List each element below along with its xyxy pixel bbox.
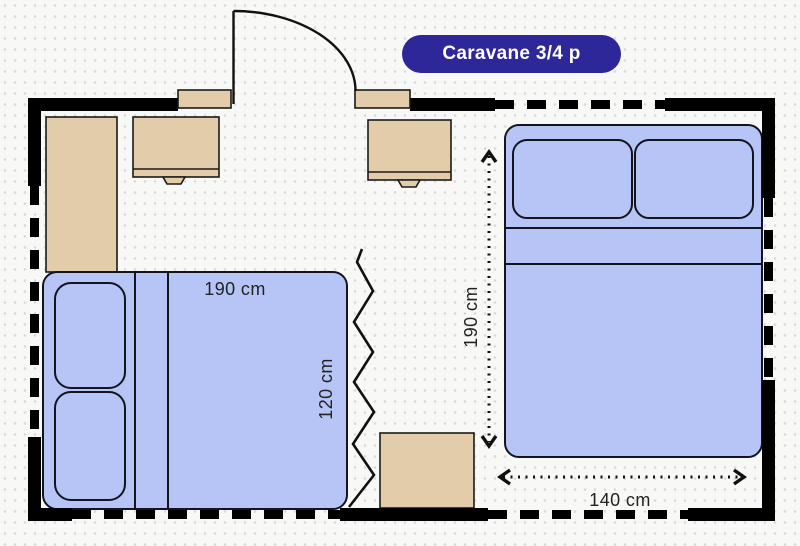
left-bed-length-label: 190 cm: [204, 278, 266, 299]
arrowhead-up-icon: [480, 149, 498, 163]
right-bed-width-label: 140 cm: [589, 489, 651, 510]
door-sill-block-left: [177, 89, 232, 109]
left-bed-width-label: 120 cm: [315, 358, 336, 420]
table-left-leg: [161, 176, 187, 185]
table-right: [367, 119, 452, 181]
right-bed-pillow-right: [634, 139, 754, 219]
caravan-title-badge: Caravane 3/4 p: [402, 35, 621, 73]
right-bed-pillow-left: [512, 139, 633, 219]
arrowhead-left-icon: [497, 468, 511, 486]
table-right-leg: [396, 179, 422, 188]
left-bed-pillow-bottom: [54, 391, 126, 501]
left-bed-pillow-top: [54, 282, 126, 389]
storage-box: [379, 432, 475, 509]
right-bed-length-label: 190 cm: [460, 286, 481, 348]
arrowhead-down-icon: [480, 435, 498, 449]
caravan-title-text: Caravane 3/4 p: [442, 43, 581, 64]
door-sill-block-right: [354, 89, 411, 109]
door-swing-arc: [233, 9, 357, 92]
wardrobe-cabinet: [45, 116, 118, 273]
arrowhead-right-icon: [733, 468, 747, 486]
accordion-partition-zigzag: [347, 248, 376, 508]
table-left: [132, 116, 220, 178]
